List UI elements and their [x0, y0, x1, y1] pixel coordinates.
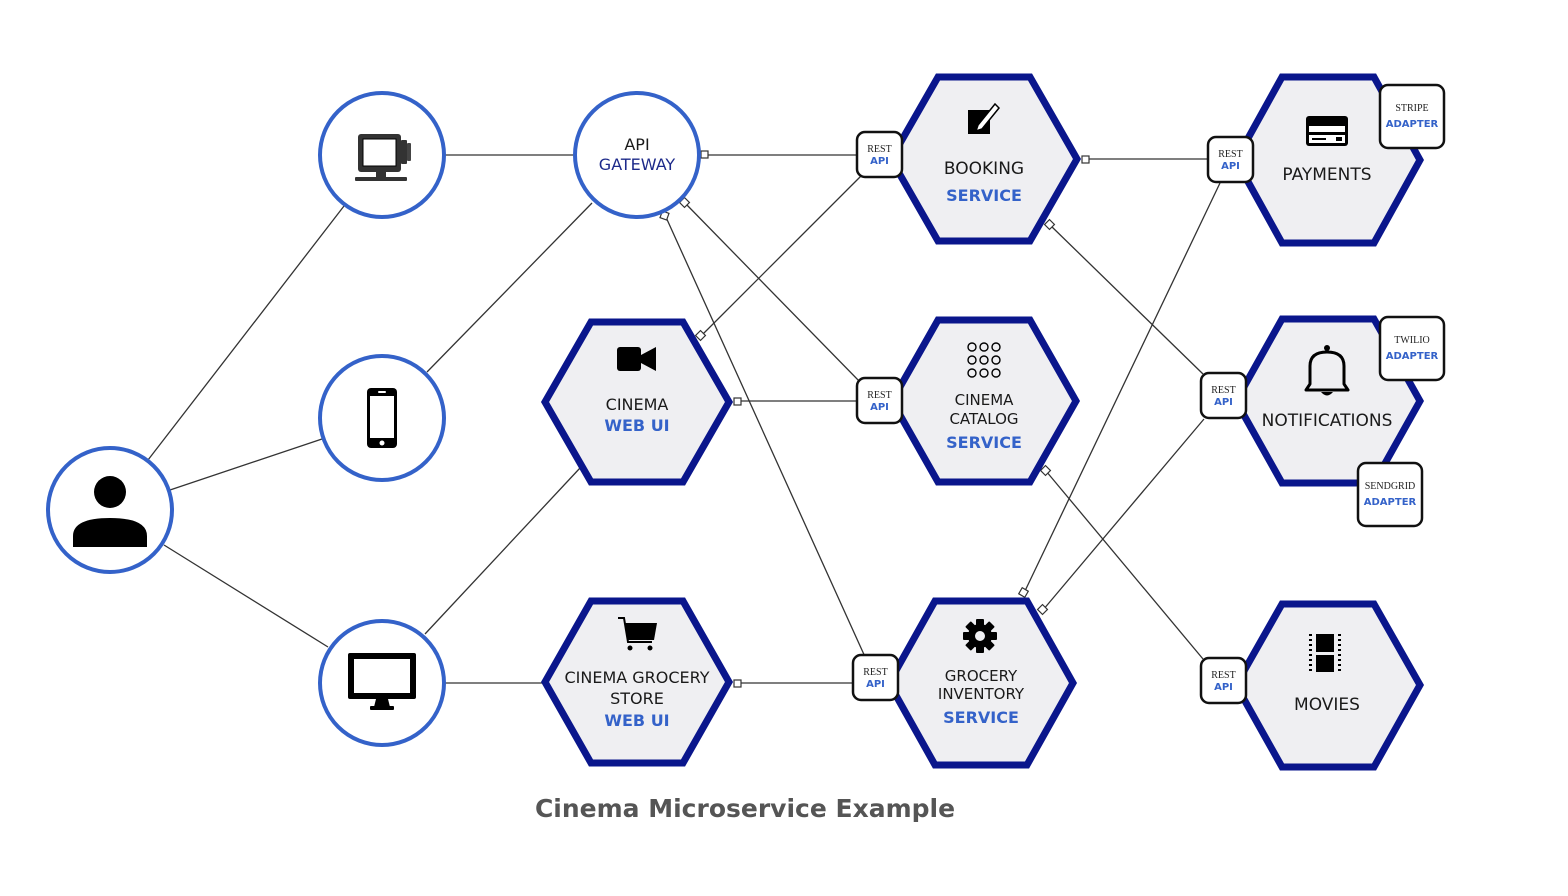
port	[733, 679, 742, 688]
movies-service-node[interactable]: MOVIES	[1231, 600, 1425, 771]
api-gateway-node[interactable]: API GATEWAY	[573, 91, 701, 219]
svg-text:REST: REST	[1211, 670, 1235, 681]
payments-label: PAYMENTS	[1282, 165, 1371, 185]
cinema-ui-label: CINEMA	[606, 395, 669, 414]
grid-dots-icon	[967, 342, 1001, 378]
svg-text:API: API	[1214, 397, 1233, 408]
edit-icon	[968, 102, 1001, 134]
catalog-label-line1: CINEMA	[955, 391, 1015, 409]
edge-grocery-notifications	[1042, 418, 1205, 611]
edge-user-kiosk	[147, 205, 345, 461]
port	[1039, 464, 1052, 477]
svg-text:API: API	[870, 402, 889, 413]
gateway-label-line2: GATEWAY	[599, 155, 676, 174]
svg-text:TWILIO: TWILIO	[1394, 335, 1430, 346]
catalog-label-line2: CATALOG	[949, 410, 1018, 428]
port	[733, 397, 742, 406]
ports	[659, 150, 1090, 688]
cinema-ui-accent: WEB UI	[604, 416, 669, 435]
grocery-service-node[interactable]: GROCERY INVENTORY SERVICE	[884, 597, 1078, 769]
rest-api-badge-grocery[interactable]: REST API	[851, 653, 900, 702]
kiosk-node[interactable]	[318, 91, 446, 219]
svg-text:API: API	[1221, 161, 1240, 172]
port	[700, 150, 709, 159]
grocery-label-line1: GROCERY	[945, 667, 1018, 685]
edge-desktop-cinemaui	[424, 467, 581, 635]
rest-api-badge-payments[interactable]: REST API	[1206, 135, 1255, 184]
cinema-web-ui-node[interactable]: CINEMA WEB UI	[540, 318, 734, 486]
svg-text:REST: REST	[863, 667, 887, 678]
credit-card-icon	[1306, 116, 1348, 146]
stripe-adapter-badge[interactable]: STRIPE ADAPTER	[1378, 83, 1446, 150]
catalog-accent: SERVICE	[946, 433, 1022, 452]
svg-text:STRIPE: STRIPE	[1395, 103, 1428, 114]
booking-label: BOOKING	[944, 159, 1024, 179]
gateway-label-line1: API	[624, 135, 649, 154]
bell-icon	[1304, 345, 1350, 396]
grocery-label-line2: INVENTORY	[938, 685, 1025, 703]
rest-api-badge-booking[interactable]: REST API	[855, 130, 904, 179]
kiosk-terminal-icon	[355, 134, 411, 181]
film-strip-icon	[1309, 634, 1341, 672]
edge-catalog-movies	[1045, 470, 1204, 660]
catalog-service-node[interactable]: CINEMA CATALOG SERVICE	[887, 316, 1081, 486]
movies-label: MOVIES	[1294, 695, 1360, 715]
rest-api-badge-notifications[interactable]: REST API	[1199, 371, 1248, 420]
edge-mobile-gateway	[426, 202, 593, 373]
rest-api-badge-movies[interactable]: REST API	[1199, 656, 1248, 705]
svg-text:REST: REST	[867, 144, 891, 155]
rest-api-badge-catalog[interactable]: REST API	[855, 376, 904, 425]
svg-text:REST: REST	[1218, 149, 1242, 160]
diagram-caption: Cinema Microservice Example	[534, 794, 956, 823]
edge-gateway-catalog	[684, 202, 861, 383]
edge-gateway-grocery	[664, 214, 867, 660]
mobile-node[interactable]	[318, 354, 446, 482]
svg-text:ADAPTER: ADAPTER	[1364, 497, 1417, 508]
twilio-adapter-badge[interactable]: TWILIO ADAPTER	[1378, 315, 1446, 382]
booking-service-node[interactable]: BOOKING SERVICE	[886, 73, 1082, 245]
sendgrid-adapter-badge[interactable]: SENDGRID ADAPTER	[1356, 461, 1424, 528]
edge-booking-notifications	[1049, 224, 1204, 375]
grocery-ui-label-line1: CINEMA GROCERY	[564, 668, 709, 687]
svg-text:SENDGRID: SENDGRID	[1365, 481, 1416, 492]
edge-user-desktop	[163, 544, 329, 648]
edge-user-mobile	[169, 438, 323, 491]
port	[1043, 218, 1056, 231]
desktop-node[interactable]	[318, 619, 446, 747]
video-camera-icon	[617, 347, 656, 371]
svg-text:REST: REST	[867, 390, 891, 401]
svg-text:ADAPTER: ADAPTER	[1386, 119, 1439, 130]
shopping-cart-icon	[618, 617, 657, 651]
svg-text:ADAPTER: ADAPTER	[1386, 351, 1439, 362]
user-icon	[73, 476, 147, 547]
user-node[interactable]	[46, 446, 174, 574]
grocery-ui-label-line2: STORE	[610, 689, 664, 708]
edge-cinemaui-booking	[700, 174, 863, 337]
port	[694, 329, 707, 342]
svg-text:API: API	[1214, 682, 1233, 693]
mobile-phone-icon	[367, 388, 397, 448]
desktop-monitor-icon	[348, 653, 416, 710]
gear-icon	[963, 619, 997, 653]
booking-accent: SERVICE	[946, 186, 1022, 205]
grocery-ui-accent: WEB UI	[604, 711, 669, 730]
port	[1036, 603, 1049, 616]
svg-text:REST: REST	[1211, 385, 1235, 396]
svg-text:API: API	[870, 156, 889, 167]
svg-text:API: API	[866, 679, 885, 690]
grocery-accent: SERVICE	[943, 708, 1019, 727]
edge-grocery-payments	[1023, 182, 1221, 594]
grocery-web-ui-node[interactable]: CINEMA GROCERY STORE WEB UI	[540, 597, 734, 767]
port	[1081, 155, 1090, 164]
notifications-label: NOTIFICATIONS	[1262, 411, 1393, 431]
connections	[147, 154, 1221, 684]
port	[1017, 586, 1030, 599]
